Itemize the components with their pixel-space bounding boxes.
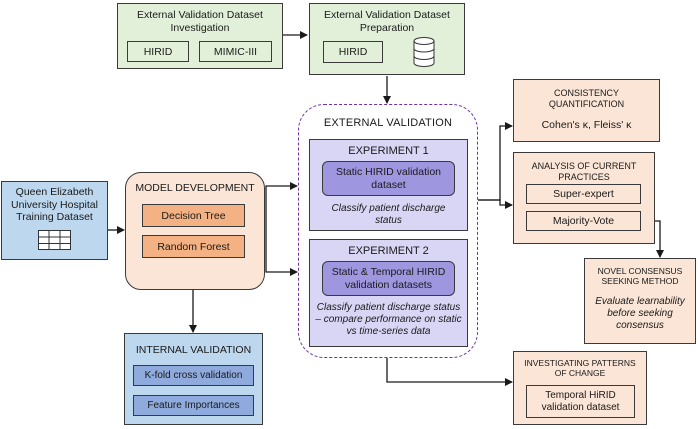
ext-dataset-investigation-box: External Validation Dataset Investigatio… [117, 3, 283, 69]
patterns-item-temporal: Temporal HiRID validation dataset [526, 385, 635, 418]
ext-dataset-preparation-box: External Validation Dataset Preparation … [309, 3, 465, 75]
experiment-2-box: EXPERIMENT 2 Static & Temporal HIRID val… [309, 239, 468, 347]
current-practices-box: ANALYSIS OF CURRENT PRACTICES Super-expe… [513, 152, 655, 244]
experiment-1-title: EXPERIMENT 1 [348, 145, 429, 157]
external-validation-title: EXTERNAL VALIDATION [323, 117, 453, 129]
consensus-method-box: NOVEL CONSENSUS SEEKING METHOD Evaluate … [584, 258, 696, 344]
experiment-1-task: Classify patient discharge status [331, 203, 446, 226]
consistency-quantification-box: CONSISTENCY QUANTIFICATION Cohen's κ, Fl… [513, 79, 660, 142]
consistency-title: CONSISTENCY QUANTIFICATION [548, 88, 625, 109]
practice-super-expert: Super-expert [526, 184, 641, 204]
model-development-title: MODEL DEVELOPMENT [135, 182, 255, 194]
consensus-text: Evaluate learnability before seeking con… [595, 296, 685, 331]
investigation-item-hirid: HIRID [127, 41, 189, 62]
experiment-2-title: EXPERIMENT 2 [348, 245, 429, 257]
internal-validation-title: INTERNAL VALIDATION [135, 344, 252, 356]
patterns-title: INVESTIGATING PATTERNS OF CHANGE [524, 358, 636, 379]
training-dataset-box: Queen Elizabeth University Hospital Trai… [1, 181, 108, 260]
consistency-metric: Cohen's κ, Fleiss' κ [541, 119, 632, 131]
experiment-2-dataset: Static & Temporal HIRID validation datas… [322, 261, 455, 296]
training-dataset-title: Queen Elizabeth University Hospital Trai… [11, 186, 98, 224]
external-validation-region: EXTERNAL VALIDATION EXPERIMENT 1 Static … [298, 104, 478, 358]
practice-majority-vote: Majority-Vote [526, 211, 641, 231]
internal-validation-feature-importances: Feature Importances [133, 395, 254, 416]
ext-dataset-preparation-title: External Validation Dataset Preparation [324, 9, 450, 34]
model-development-box: MODEL DEVELOPMENT Decision Tree Random F… [125, 172, 265, 290]
investigation-item-mimic: MIMIC-III [199, 41, 272, 62]
table-icon [38, 230, 71, 250]
internal-validation-kfold: K-fold cross validation [133, 365, 254, 386]
ext-dataset-investigation-title: External Validation Dataset Investigatio… [137, 9, 263, 34]
experiment-1-dataset: Static HIRID validation dataset [322, 161, 455, 196]
consensus-title: NOVEL CONSENSUS SEEKING METHOD [597, 266, 683, 287]
experiment-1-box: EXPERIMENT 1 Static HIRID validation dat… [309, 139, 468, 231]
model-random-forest: Random Forest [142, 235, 245, 258]
model-decision-tree: Decision Tree [142, 204, 245, 227]
current-practices-title: ANALYSIS OF CURRENT PRACTICES [531, 161, 637, 182]
patterns-of-change-box: INVESTIGATING PATTERNS OF CHANGE Tempora… [513, 351, 647, 425]
database-icon [413, 37, 435, 67]
preparation-item-hirid: HIRID [323, 41, 383, 63]
experiment-2-task: Classify patient discharge status – comp… [315, 302, 462, 337]
internal-validation-box: INTERNAL VALIDATION K-fold cross validat… [124, 333, 263, 425]
